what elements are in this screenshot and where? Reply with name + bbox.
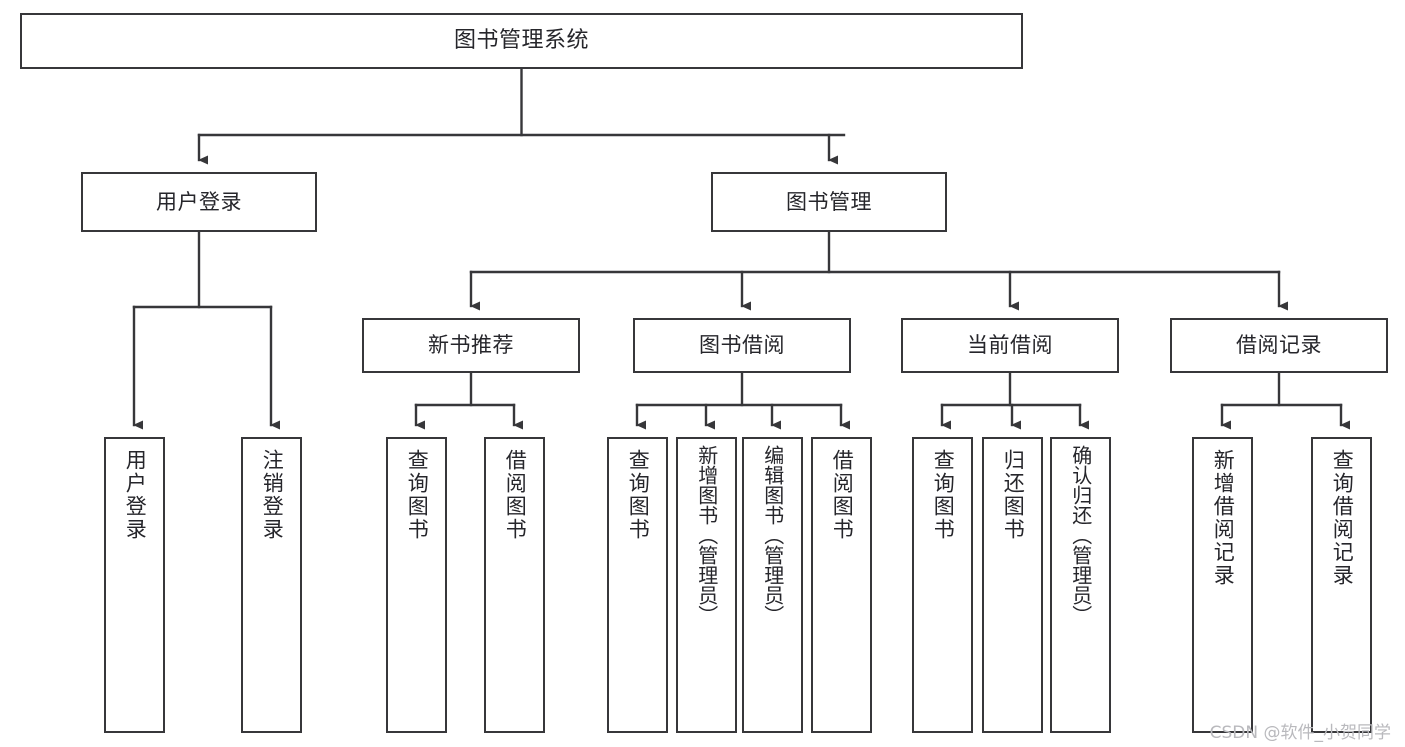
node-leaf-confirm-return-admin[interactable]: 确认归还（管理员） [1050, 437, 1111, 733]
node-leaf-query-book-current[interactable]: 查询图书 [912, 437, 973, 733]
node-leaf-user-login-label: 用户登录 [123, 449, 148, 541]
node-leaf-user-logout[interactable]: 注销登录 [241, 437, 302, 733]
node-leaf-query-book-rec[interactable]: 查询图书 [386, 437, 447, 733]
node-leaf-add-borrow-record[interactable]: 新增借阅记录 [1192, 437, 1253, 733]
node-root[interactable]: 图书管理系统 [20, 13, 1023, 69]
node-leaf-query-borrow-record-label: 查询借阅记录 [1330, 449, 1355, 587]
node-leaf-query-book-rec-label: 查询图书 [405, 449, 430, 541]
node-leaf-query-book-borrow[interactable]: 查询图书 [607, 437, 668, 733]
node-leaf-add-book-admin[interactable]: 新增图书（管理员） [676, 437, 737, 733]
node-leaf-borrow-book-rec-label: 借阅图书 [503, 449, 528, 541]
node-root-label: 图书管理系统 [453, 28, 589, 54]
node-leaf-edit-book-admin-label: 编辑图书（管理员） [760, 445, 785, 625]
node-new-book-rec-label: 新书推荐 [428, 333, 514, 358]
node-book-manage[interactable]: 图书管理 [711, 172, 947, 232]
node-leaf-borrow-book-rec[interactable]: 借阅图书 [484, 437, 545, 733]
node-current-borrow[interactable]: 当前借阅 [901, 318, 1119, 373]
node-user-login-label: 用户登录 [156, 189, 242, 214]
node-user-login[interactable]: 用户登录 [81, 172, 317, 232]
node-leaf-user-login[interactable]: 用户登录 [104, 437, 165, 733]
node-leaf-return-book[interactable]: 归还图书 [982, 437, 1043, 733]
node-leaf-confirm-return-admin-label: 确认归还（管理员） [1068, 445, 1093, 625]
node-leaf-edit-book-admin[interactable]: 编辑图书（管理员） [742, 437, 803, 733]
node-book-manage-label: 图书管理 [786, 189, 872, 214]
node-leaf-add-borrow-record-label: 新增借阅记录 [1211, 449, 1236, 587]
node-current-borrow-label: 当前借阅 [967, 333, 1053, 358]
node-leaf-add-book-admin-label: 新增图书（管理员） [694, 445, 719, 625]
node-leaf-user-logout-label: 注销登录 [260, 449, 285, 541]
node-borrow-record[interactable]: 借阅记录 [1170, 318, 1388, 373]
node-leaf-query-book-borrow-label: 查询图书 [626, 449, 651, 541]
node-leaf-return-book-label: 归还图书 [1001, 449, 1026, 541]
node-leaf-borrow-book[interactable]: 借阅图书 [811, 437, 872, 733]
node-book-borrow-label: 图书借阅 [699, 333, 785, 358]
csdn-watermark: CSDN @软件_小贺同学 [1209, 723, 1391, 743]
node-leaf-query-borrow-record[interactable]: 查询借阅记录 [1311, 437, 1372, 733]
node-book-borrow[interactable]: 图书借阅 [633, 318, 851, 373]
node-leaf-query-book-current-label: 查询图书 [931, 449, 956, 541]
node-new-book-rec[interactable]: 新书推荐 [362, 318, 580, 373]
node-leaf-borrow-book-label: 借阅图书 [830, 449, 855, 541]
node-borrow-record-label: 借阅记录 [1236, 333, 1322, 358]
